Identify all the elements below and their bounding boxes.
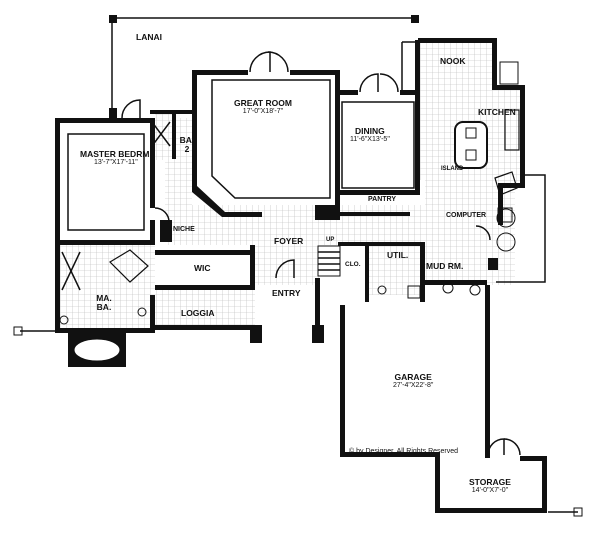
wic-label: WIC [194,263,211,273]
pantry-label: PANTRY [368,196,396,203]
clo-label: CLO. [345,261,361,268]
exterior-details [13,174,583,517]
lanai-area [111,17,418,118]
computer-label: COMPUTER [446,212,487,219]
master-bath-label: MA. BA. [96,293,112,312]
ceiling-trays [67,79,415,231]
loggia-label: LOGGIA [181,308,215,318]
stairs [317,245,341,277]
bath-fixtures [59,121,171,367]
niche-label: NICHE [173,226,195,233]
up-label: UP [326,237,335,243]
nook-label: NOOK [440,56,466,66]
master-bedroom-label: MASTER BEDRM.13'-7"X17'-11" [80,149,152,166]
tile-floor [60,40,525,330]
lanai-columns [109,15,419,118]
kitchen-fixtures [454,61,520,196]
mud-room-label: MUD RM. [426,261,464,271]
lanai-label: LANAI [136,32,162,42]
door-swings [121,51,521,456]
walls [55,38,547,513]
kitchen-label: KITCHEN [478,107,516,117]
utility-label: UTIL. [387,250,409,260]
entry-label: ENTRY [272,288,301,298]
bath2-label: BA. 2 [179,135,195,154]
copyright-notice: © by Designer, All Rights Reserved [349,448,459,455]
foyer-label: FOYER [274,236,304,246]
island-label: ISLAND [441,166,464,172]
